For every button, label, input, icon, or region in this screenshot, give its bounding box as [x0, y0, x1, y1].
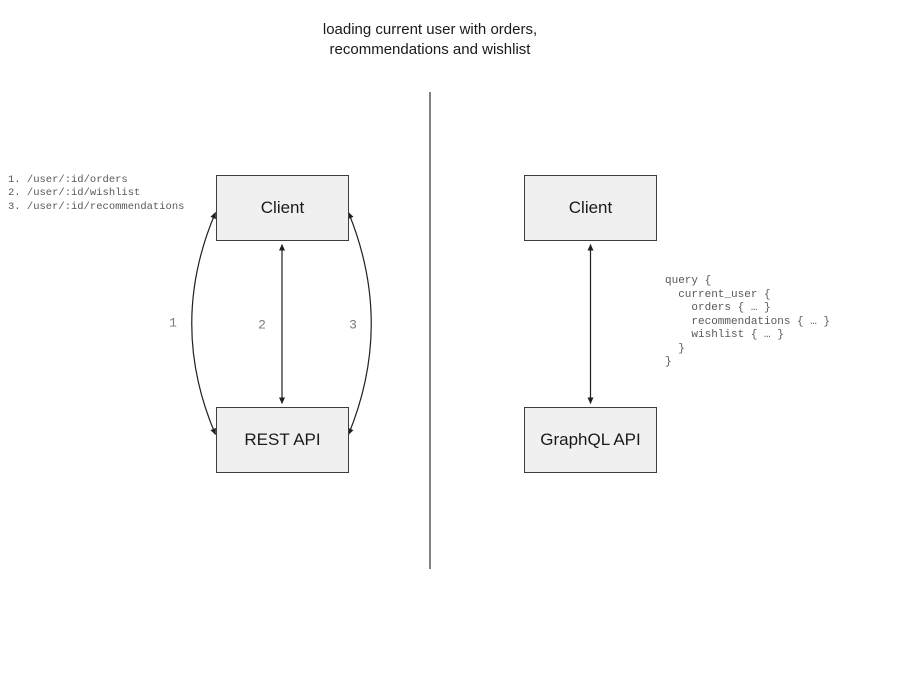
rest-client-node: Client [216, 175, 349, 241]
rest-arrow-1-curve [191, 212, 217, 435]
rest-api-node: REST API [216, 407, 349, 473]
diagram-title: loading current user with orders, recomm… [322, 21, 538, 58]
graphql-api-node: GraphQL API [524, 407, 657, 473]
graphql-query-snippet: query { current_user { orders { … } reco… [665, 275, 831, 368]
rest-arrow-3-curve [347, 212, 372, 435]
rest-arrow-2-number: 2 [258, 317, 266, 333]
rest-arrow-1-number: 1 [169, 315, 177, 331]
rest-arrow-3-number: 3 [349, 317, 357, 333]
graphql-api-label: GraphQL API [540, 430, 641, 449]
graphql-client-label: Client [568, 198, 613, 217]
rest-api-label: REST API [244, 430, 321, 449]
rest-endpoint-list: 1. /user/:id/orders 2. /user/:id/wishlis… [8, 174, 185, 213]
graphql-client-node: Client [524, 175, 657, 241]
rest-client-label: Client [260, 198, 305, 217]
